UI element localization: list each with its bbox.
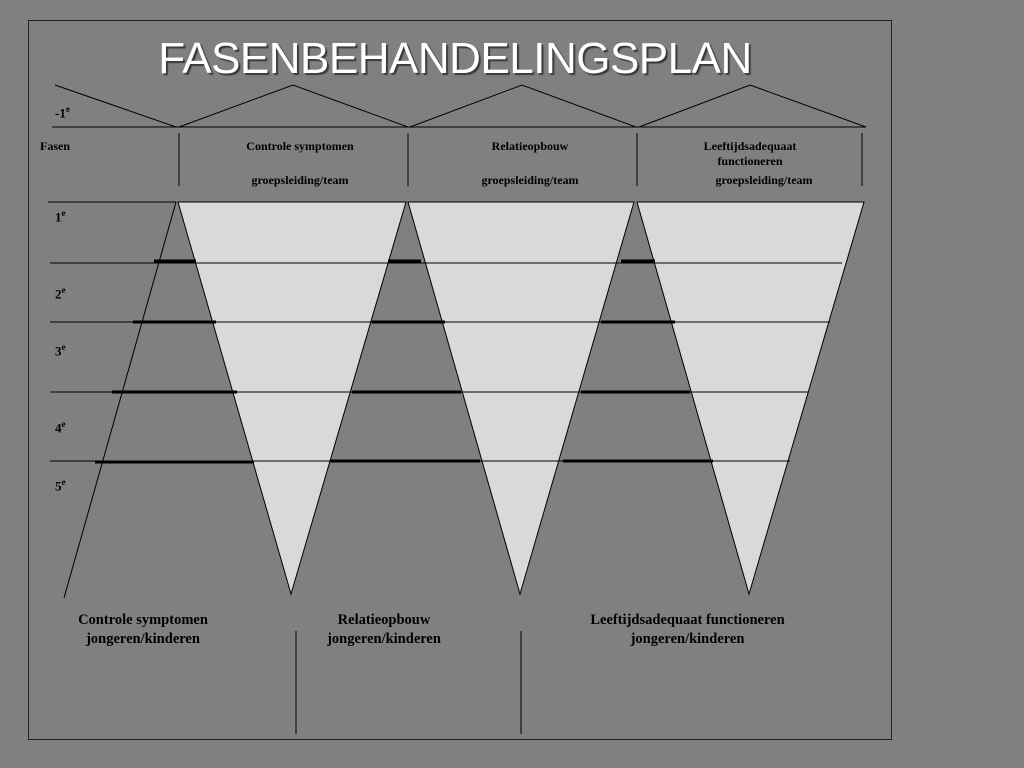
slide-frame — [28, 20, 892, 740]
bottom-label-controle-line2: jongeren/kinderen — [86, 631, 200, 647]
phase-label-4: 4e — [55, 419, 66, 436]
column-header-controle: Controle symptomen — [246, 139, 354, 153]
phase-markers — [95, 259, 713, 464]
header-roofs — [52, 84, 867, 128]
bottom-label-controle: Controle symptomen jongeren/kinderen — [43, 611, 243, 649]
phase-label-5: 5e — [55, 477, 66, 494]
column-header-relatie: Relatieopbouw — [491, 139, 569, 153]
bottom-label-leeftijd: Leeftijdsadequaat functioneren jongeren/… — [560, 611, 815, 649]
bottom-label-leeftijd-line2: jongeren/kinderen — [630, 631, 745, 647]
funnel-leeftijd-team — [636, 201, 865, 596]
phase-label-1: 1e — [55, 208, 66, 225]
left-diagonal — [63, 201, 177, 599]
header-dividers — [178, 133, 863, 186]
bottom-label-relatie: Relatieopbouw jongeren/kinderen — [294, 611, 474, 649]
bottom-label-relatie-line1: Relatieopbouw — [337, 612, 431, 628]
bottom-dividers — [295, 631, 522, 734]
bottom-label-controle-line1: Controle symptomen — [78, 612, 208, 628]
column-header-leeftijd: Leeftijdsadequaat functioneren — [703, 139, 797, 168]
funnel-controle-team — [177, 201, 407, 596]
bottom-label-relatie-line2: jongeren/kinderen — [327, 631, 441, 647]
funnel-relatie-team — [407, 201, 635, 596]
phases-label: Fasen — [40, 139, 70, 153]
page-title: FASENBEHANDELINGSPLAN — [158, 34, 752, 83]
pre-phase-label: -1e — [55, 104, 70, 121]
column-subheader-leeftijd: groepsleiding/team — [715, 173, 813, 187]
phase-label-3: 3e — [55, 342, 66, 359]
bottom-label-leeftijd-line1: Leeftijdsadequaat functioneren — [590, 612, 785, 628]
phase-label-2: 2e — [55, 285, 66, 302]
column-subheader-controle: groepsleiding/team — [251, 173, 349, 187]
column-subheader-relatie: groepsleiding/team — [481, 173, 579, 187]
